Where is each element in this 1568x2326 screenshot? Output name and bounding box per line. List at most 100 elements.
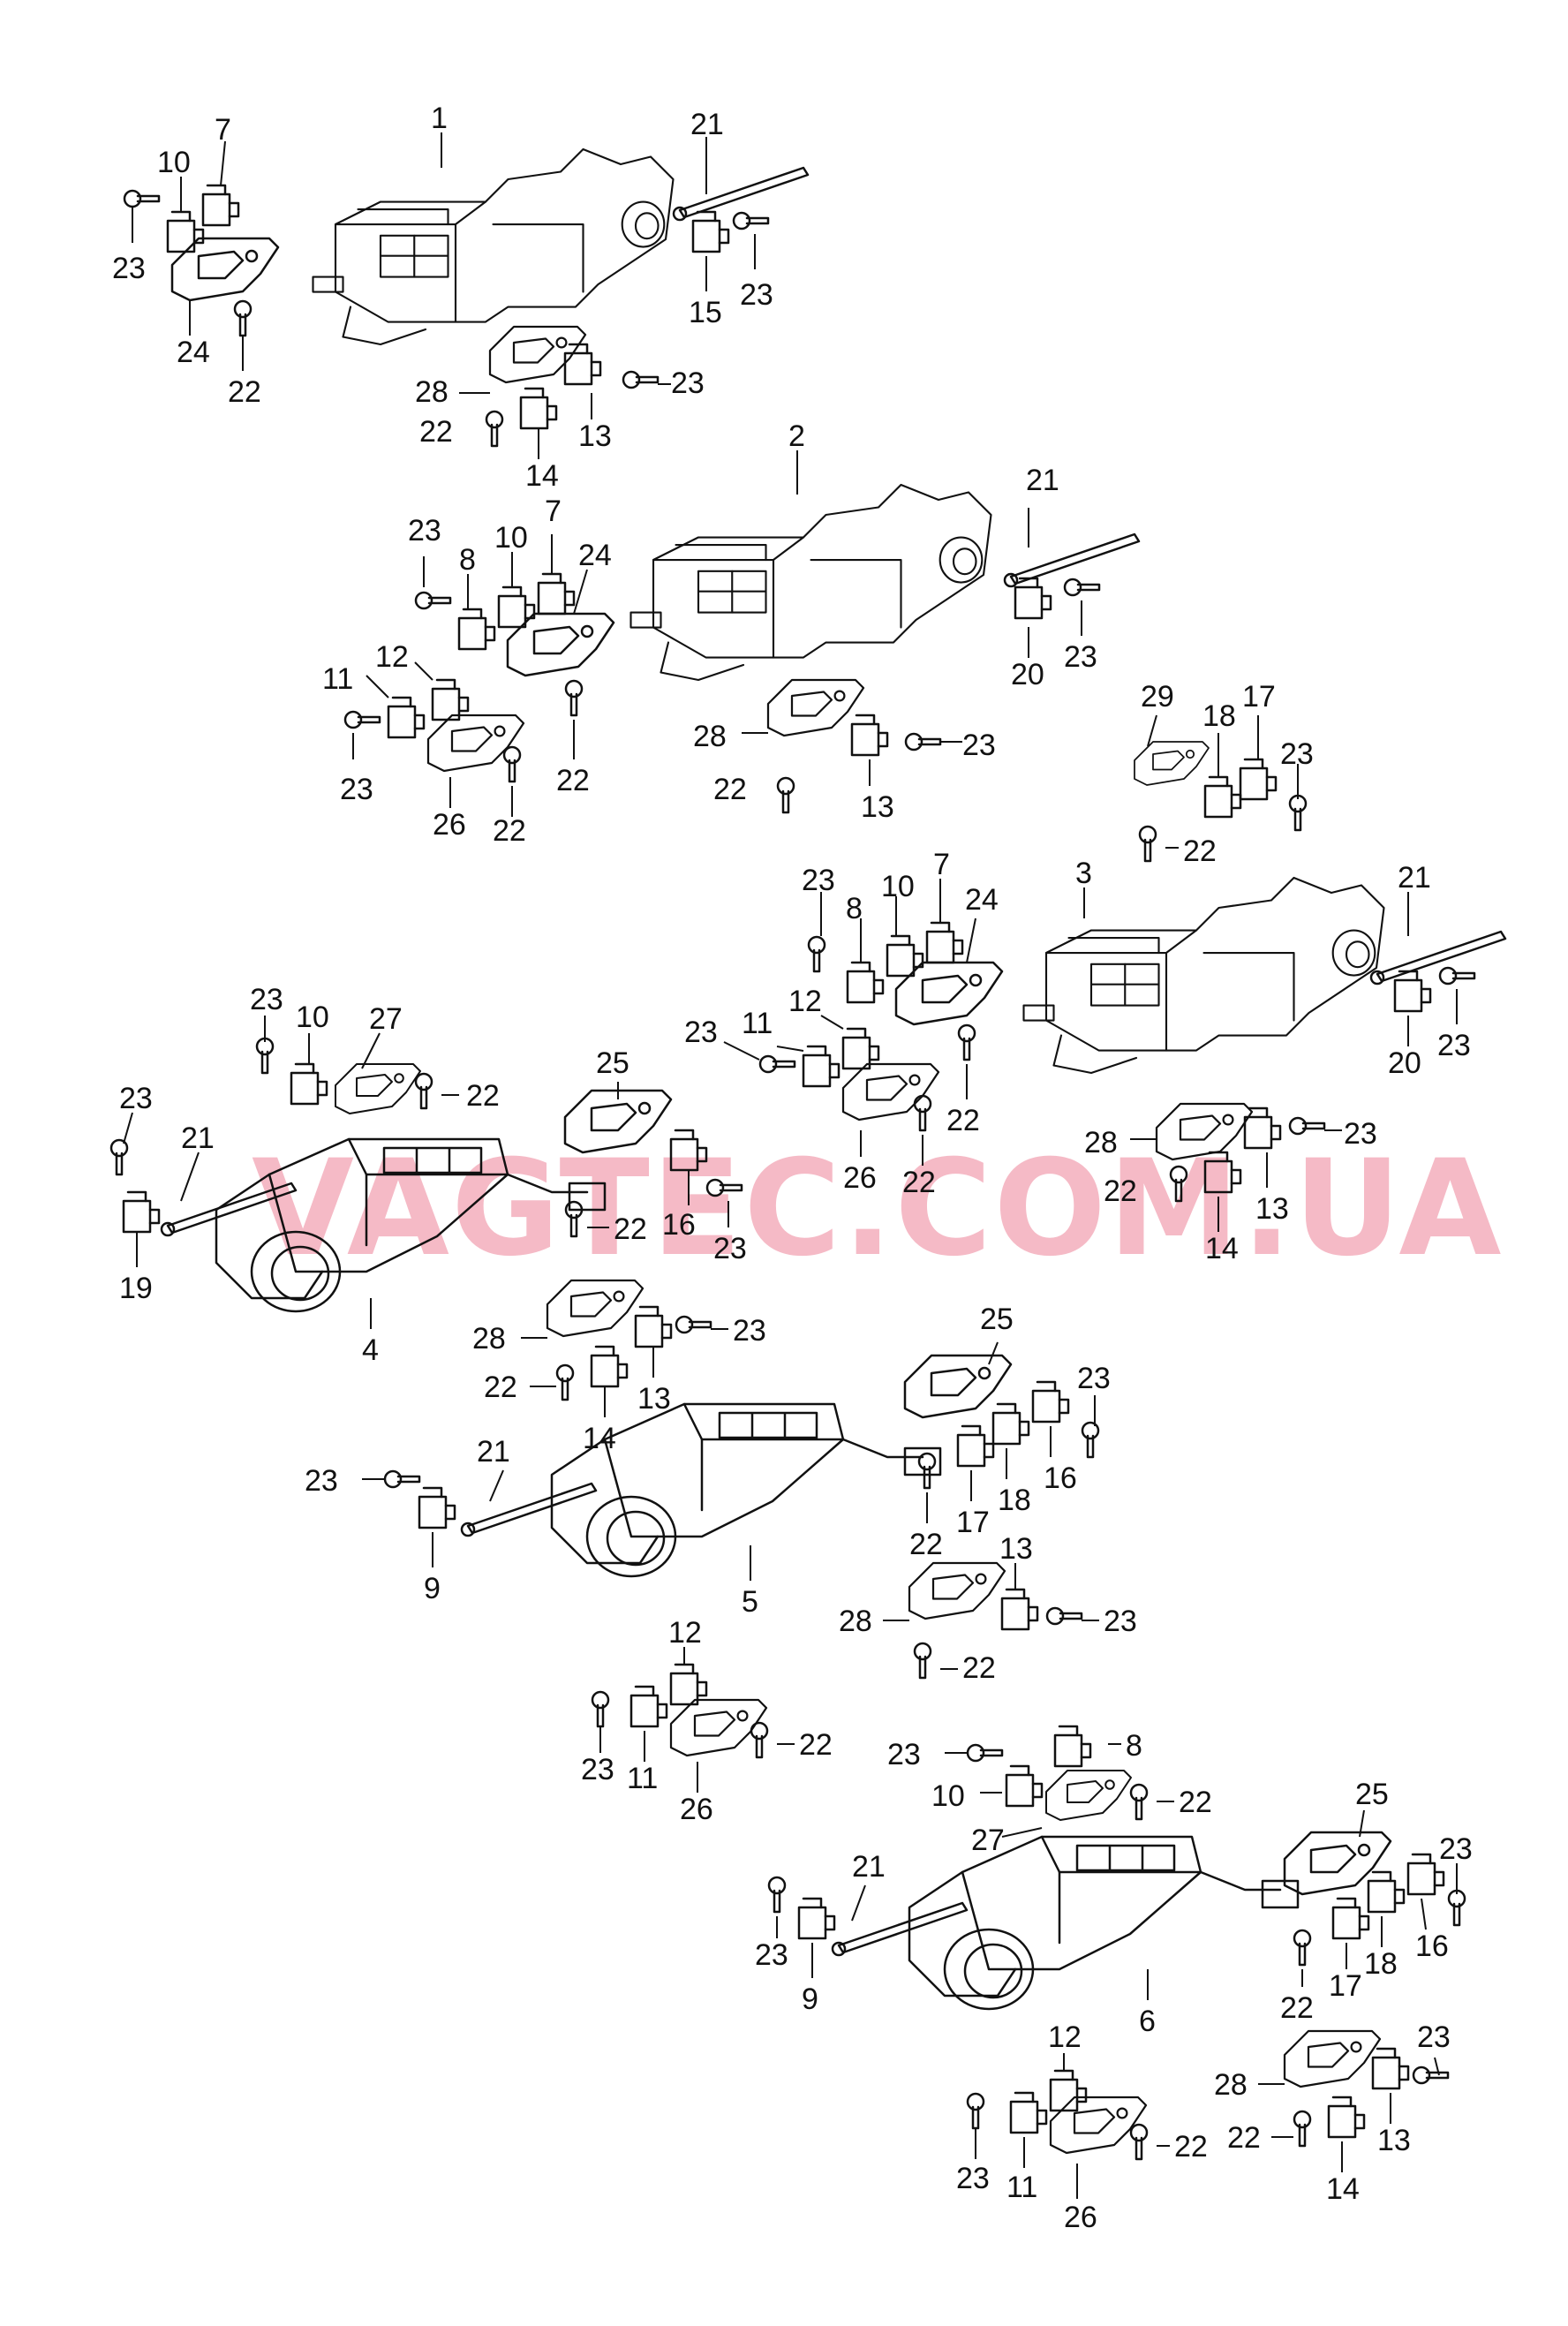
actuator-18a — [1203, 775, 1242, 819]
callout-23: 23 — [250, 983, 283, 1016]
screw-22m — [917, 1452, 937, 1490]
bracket-28e — [908, 1561, 1006, 1620]
callout-23: 23 — [671, 366, 705, 400]
actuator-14a — [519, 387, 558, 430]
actuator-7b — [537, 572, 576, 615]
callout-11: 11 — [322, 662, 353, 696]
callout-22: 22 — [799, 1728, 833, 1762]
callout-13: 13 — [999, 1532, 1033, 1566]
callout-22: 22 — [466, 1079, 500, 1113]
callout-28: 28 — [472, 1322, 506, 1356]
screw-23y — [1412, 2065, 1450, 2085]
callout-1: 1 — [431, 102, 448, 135]
actuator-10d — [290, 1062, 328, 1106]
actuator-13b — [850, 714, 889, 757]
actuator-12a — [431, 678, 470, 721]
bracket-28a — [488, 325, 587, 384]
callout-8: 8 — [1126, 1729, 1142, 1763]
callout-12: 12 — [788, 985, 822, 1018]
callout-26: 26 — [680, 1793, 713, 1826]
screw-23t — [591, 1690, 610, 1728]
callout-21: 21 — [852, 1850, 886, 1884]
callout-24: 24 — [578, 539, 612, 572]
callout-23: 23 — [684, 1016, 718, 1049]
actuator-11b — [802, 1045, 841, 1088]
actuator-13d — [634, 1305, 673, 1348]
callout-17: 17 — [1329, 1969, 1362, 2003]
callout-22: 22 — [556, 764, 590, 797]
callout-2: 2 — [788, 419, 805, 453]
callout-28: 28 — [1084, 1126, 1118, 1159]
callout-23: 23 — [887, 1738, 921, 1771]
screw-23s — [1045, 1606, 1083, 1626]
callout-22: 22 — [419, 415, 453, 449]
screw-22q — [1293, 1929, 1312, 1967]
callout-7: 7 — [933, 848, 950, 881]
callout-11: 11 — [742, 1007, 773, 1040]
callout-7: 7 — [215, 113, 231, 147]
callout-10: 10 — [296, 1001, 329, 1034]
callout-22: 22 — [902, 1166, 936, 1199]
callout-20: 20 — [1388, 1046, 1421, 1080]
screw-23w — [1447, 1889, 1466, 1927]
callout-28: 28 — [415, 375, 449, 409]
bracket-28b — [766, 678, 865, 737]
actuator-16c — [1406, 1853, 1445, 1896]
screw-23u — [966, 1743, 1004, 1763]
callout-22: 22 — [1179, 1786, 1212, 1819]
bracket-27b — [1044, 1769, 1133, 1822]
callout-21: 21 — [690, 108, 724, 141]
bracket-26d — [1049, 2096, 1148, 2155]
callout-22: 22 — [493, 814, 526, 848]
callout-10: 10 — [494, 521, 528, 555]
callout-23: 23 — [112, 252, 146, 285]
callout-17: 17 — [956, 1506, 990, 1539]
screw-22g — [957, 1023, 976, 1061]
actuator-18c — [1367, 1870, 1406, 1914]
screw-22f — [1138, 825, 1157, 863]
bracket-24c — [894, 961, 1004, 1026]
screw-22l — [555, 1363, 575, 1401]
callout-19: 19 — [119, 1272, 153, 1305]
callout-4: 4 — [362, 1333, 379, 1367]
bracket-28d — [546, 1279, 645, 1338]
rod-21f — [831, 1901, 969, 1957]
screw-23c — [622, 370, 660, 389]
actuator-8c — [1053, 1725, 1092, 1768]
callout-24: 24 — [965, 883, 999, 917]
callout-23: 23 — [1077, 1362, 1111, 1395]
callout-20: 20 — [1011, 658, 1044, 691]
screw-23i — [807, 935, 826, 973]
callout-14: 14 — [1326, 2172, 1360, 2206]
callout-16: 16 — [662, 1208, 696, 1242]
callout-22: 22 — [614, 1212, 647, 1246]
callout-14: 14 — [1205, 1232, 1239, 1265]
bracket-24a — [170, 237, 280, 302]
blower-unit-6 — [908, 1835, 1300, 2011]
callout-13: 13 — [578, 419, 612, 453]
callout-5: 5 — [742, 1585, 758, 1619]
callout-7: 7 — [545, 495, 562, 528]
screw-23m — [255, 1037, 275, 1075]
callout-26: 26 — [843, 1161, 877, 1195]
actuator-10a — [166, 210, 205, 253]
callout-28: 28 — [1214, 2068, 1248, 2102]
actuator-17c — [1331, 1897, 1370, 1940]
callout-11: 11 — [1006, 2171, 1037, 2204]
callout-15: 15 — [689, 296, 722, 329]
callout-18: 18 — [1202, 699, 1236, 733]
callout-21: 21 — [1398, 861, 1431, 895]
callout-23: 23 — [713, 1232, 747, 1265]
callout-22: 22 — [713, 773, 747, 806]
actuator-16b — [1031, 1380, 1070, 1424]
callout-22: 22 — [484, 1371, 517, 1404]
screw-23e — [343, 710, 381, 729]
callout-27: 27 — [369, 1002, 403, 1036]
callout-10: 10 — [157, 146, 191, 179]
screw-22b — [485, 410, 504, 448]
actuator-11c — [629, 1685, 668, 1728]
callout-23: 23 — [305, 1464, 338, 1498]
bracket-28f — [1283, 2029, 1382, 2088]
screw-23x — [966, 2092, 985, 2130]
